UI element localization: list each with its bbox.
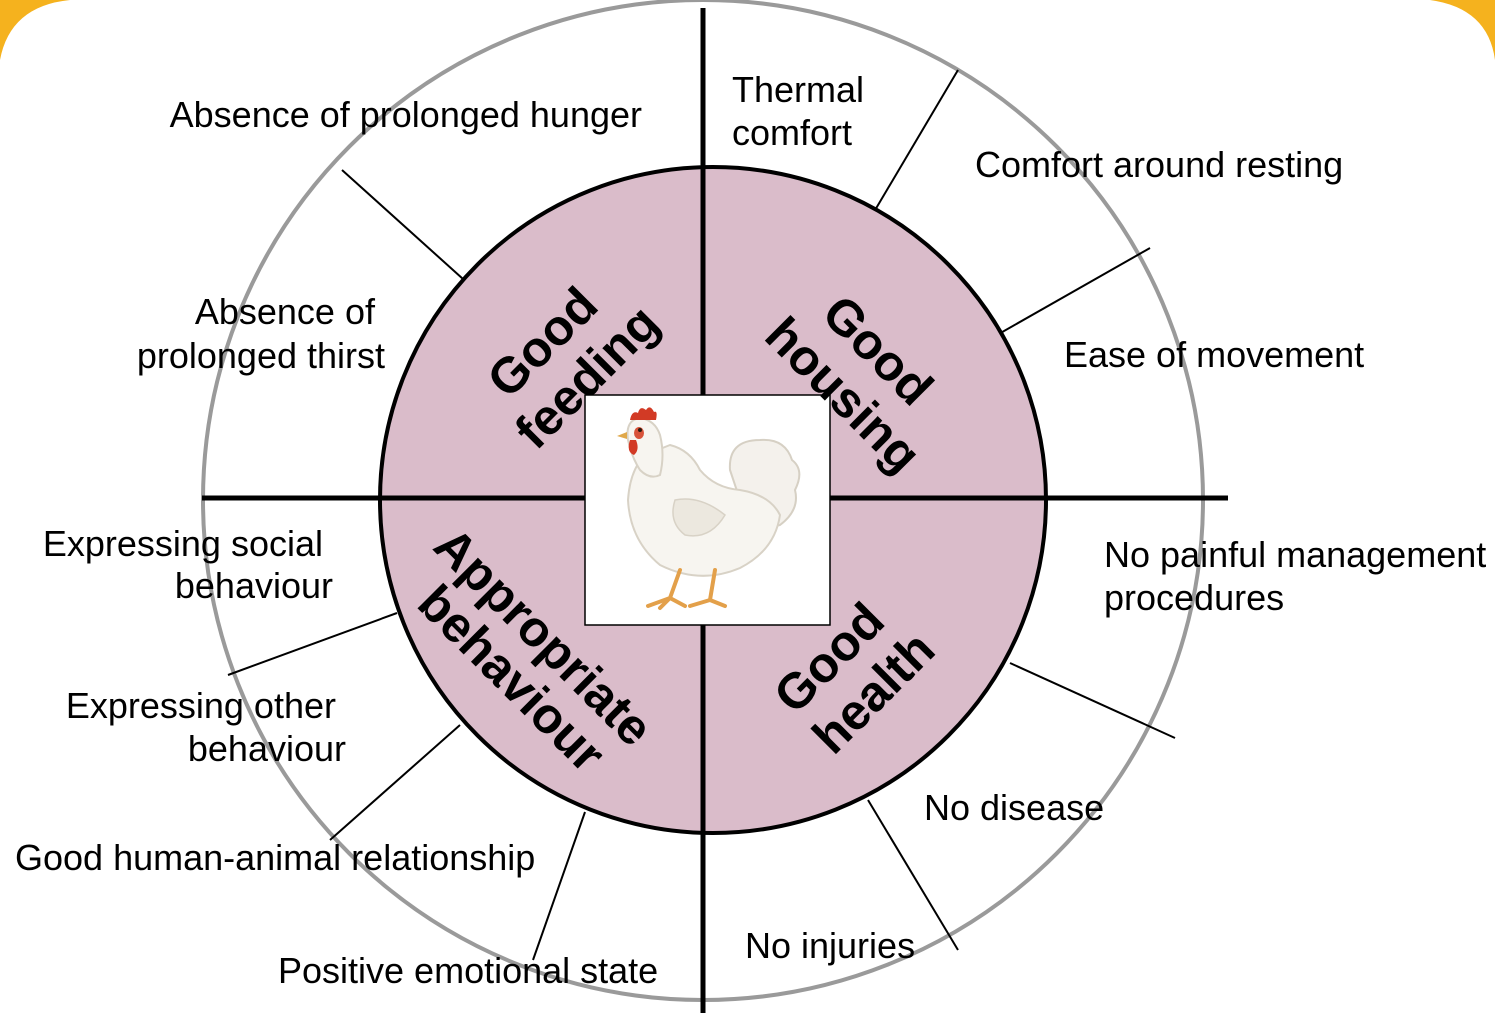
divider-painful-disease [1009,662,1176,739]
divider-disease-injuries [867,799,959,951]
criterion-human-animal: Good human-animal relationship [15,837,535,878]
criterion-no-disease: No disease [924,787,1104,828]
criterion-other-behaviour: Expressing other behaviour [66,685,346,769]
white-hen-icon [617,407,801,610]
criterion-thermal-comfort: Thermal comfort [732,69,874,153]
criterion-social-behaviour: Expressing social behaviour [43,523,333,606]
center-image [584,394,831,626]
divider-resting-movement [996,247,1151,336]
criterion-positive-emotional: Positive emotional state [278,950,658,991]
divider-human-positive [532,811,586,961]
divider-other-human [329,724,461,841]
criterion-absence-thirst: Absence of prolonged thirst [137,291,385,376]
criterion-no-injuries: No injuries [745,925,915,966]
frame-corner-left [0,0,70,60]
quadrant-axes [202,8,1228,1013]
criterion-dividers [227,69,1176,961]
criterion-comfort-resting: Comfort around resting [975,144,1343,185]
criterion-absence-hunger: Absence of prolonged hunger [170,94,642,135]
divider-social-other [227,612,398,676]
divider-hunger-thirst [341,169,474,289]
criterion-no-painful: No painful management procedures [1104,534,1495,618]
principle-good-health: Good health [762,581,945,764]
divider-thermal-resting [867,69,959,223]
frame-corner-right [1430,0,1495,60]
criterion-ease-movement: Ease of movement [1064,334,1364,375]
